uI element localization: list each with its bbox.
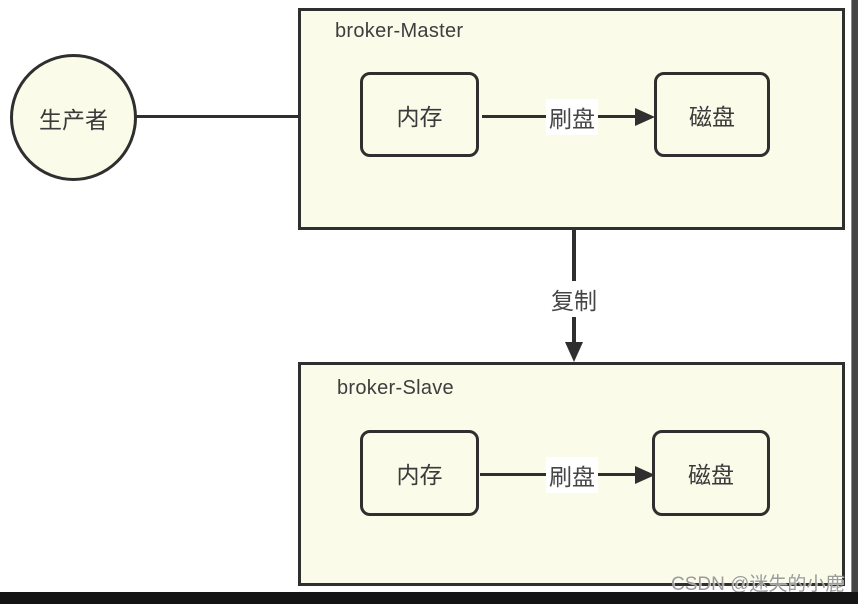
arrow-right-icon (635, 108, 655, 126)
arrow-right-icon (635, 466, 655, 484)
arrow-down-icon (565, 342, 583, 362)
master-memory-label: 内存 (396, 103, 443, 130)
replication-label: 复制 (548, 281, 600, 317)
slave-memory-label: 内存 (396, 462, 443, 488)
broker-master-box: broker-Master 内存 磁盘 (298, 8, 845, 230)
slave-flush-label: 刷盘 (546, 457, 598, 493)
csdn-watermark: CSDN @迷失的小鹿 (671, 574, 845, 595)
producer-to-memory-arrow-line (135, 115, 343, 118)
master-disk-node: 磁盘 (654, 72, 770, 157)
master-disk-label: 磁盘 (689, 103, 735, 130)
master-flush-label: 刷盘 (546, 99, 598, 135)
slave-memory-node: 内存 (360, 430, 479, 516)
slave-disk-label: 磁盘 (688, 462, 734, 488)
slave-disk-node: 磁盘 (652, 430, 770, 516)
broker-master-title: broker-Master (335, 20, 464, 42)
master-memory-node: 内存 (360, 72, 479, 157)
right-edge-strip (851, 0, 858, 604)
producer-node: 生产者 (10, 54, 137, 181)
producer-label: 生产者 (39, 106, 108, 133)
bottom-black-bar (0, 592, 858, 604)
broker-slave-title: broker-Slave (337, 377, 454, 399)
